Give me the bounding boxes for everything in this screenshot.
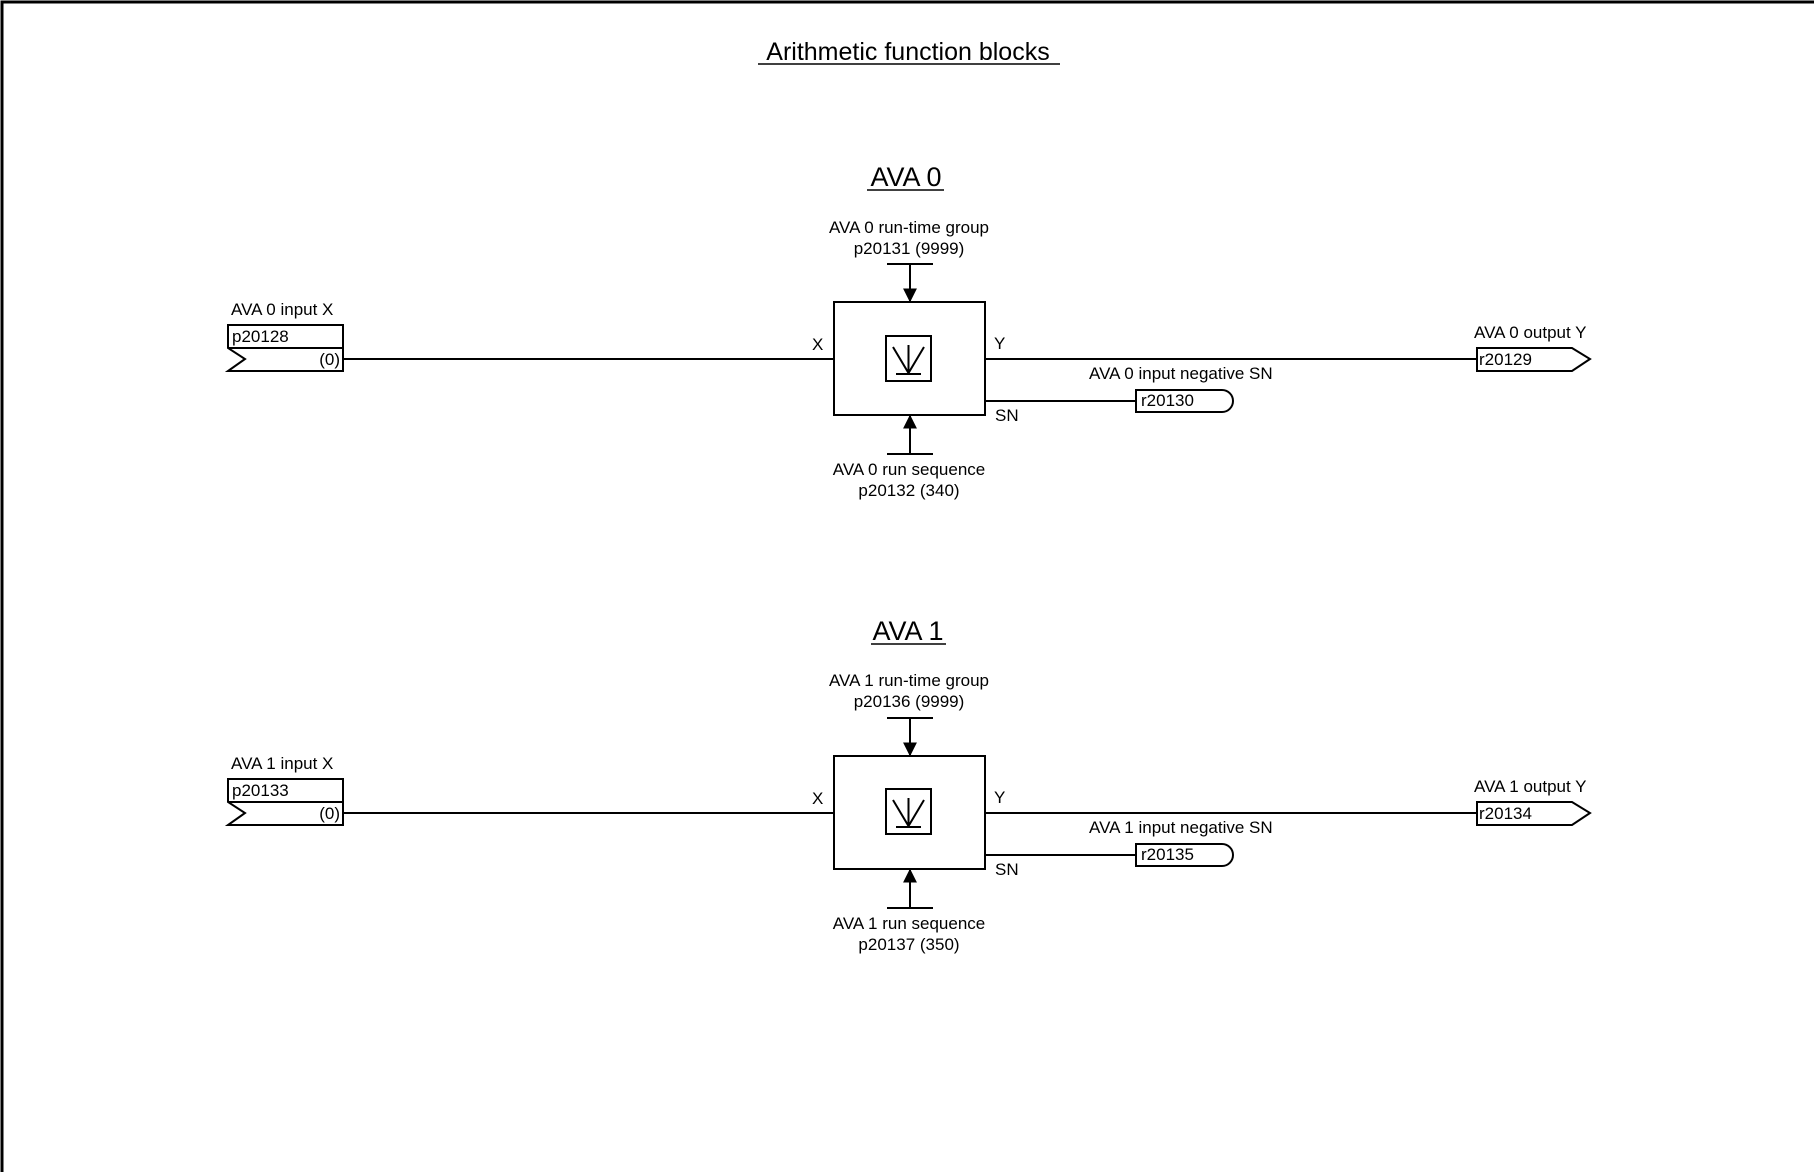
absolute-value-icon xyxy=(892,798,925,828)
port-y: Y xyxy=(994,788,1005,807)
input-default: (0) xyxy=(319,804,340,823)
run-sequence-param: p20137 (350) xyxy=(858,935,959,954)
run-sequence-label: AVA 0 run sequence xyxy=(833,460,985,479)
input-param: p20128 xyxy=(232,327,289,346)
input-label: AVA 1 input X xyxy=(231,754,333,773)
output-label: AVA 1 output Y xyxy=(1474,777,1586,796)
sn-connector[interactable] xyxy=(1135,843,1234,867)
input-param: p20133 xyxy=(232,781,289,800)
output-param: r20134 xyxy=(1479,804,1532,823)
block-ava-0: AVA 0 AVA 0 run-time group p20131 (9999)… xyxy=(224,162,1592,500)
runtime-group-param: p20131 (9999) xyxy=(854,239,965,258)
block-title: AVA 0 xyxy=(870,162,941,192)
sn-label: AVA 0 input negative SN xyxy=(1089,364,1273,383)
port-x: X xyxy=(812,335,823,354)
sn-connector[interactable] xyxy=(1135,389,1234,413)
input-default: (0) xyxy=(319,350,340,369)
input-label: AVA 0 input X xyxy=(231,300,333,319)
port-y: Y xyxy=(994,334,1005,353)
run-sequence-label: AVA 1 run sequence xyxy=(833,914,985,933)
runtime-group-label: AVA 0 run-time group xyxy=(829,218,989,237)
sn-param: r20135 xyxy=(1141,845,1194,864)
runtime-group-label: AVA 1 run-time group xyxy=(829,671,989,690)
page-title: Arithmetic function blocks xyxy=(766,38,1049,66)
runtime-group-param: p20136 (9999) xyxy=(854,692,965,711)
absolute-value-icon xyxy=(892,345,925,375)
block-title: AVA 1 xyxy=(872,616,943,646)
port-x: X xyxy=(812,789,823,808)
output-connector[interactable] xyxy=(1476,347,1592,372)
output-param: r20129 xyxy=(1479,350,1532,369)
port-sn: SN xyxy=(995,860,1019,879)
port-sn: SN xyxy=(995,406,1019,425)
output-label: AVA 0 output Y xyxy=(1474,323,1586,342)
output-connector[interactable] xyxy=(1476,801,1592,826)
sn-param: r20130 xyxy=(1141,391,1194,410)
sn-label: AVA 1 input negative SN xyxy=(1089,818,1273,837)
block-ava-1: AVA 1 AVA 1 run-time group p20136 (9999)… xyxy=(224,616,1592,954)
run-sequence-param: p20132 (340) xyxy=(858,481,959,500)
